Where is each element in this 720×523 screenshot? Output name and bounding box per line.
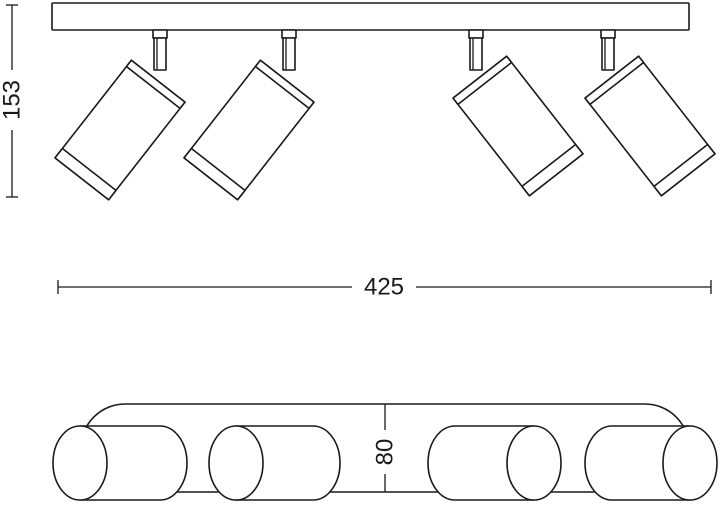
top-view: 80 <box>52 403 718 501</box>
side-view: 153 <box>0 2 716 201</box>
length-label: 425 <box>364 274 404 301</box>
top-spotlight-3 <box>427 425 562 501</box>
depth-label: 80 <box>372 439 399 466</box>
spotlight-4 <box>584 29 716 197</box>
top-spotlight-1 <box>52 425 188 501</box>
spotlight-1 <box>54 29 186 201</box>
height-dimension: 153 <box>0 4 26 198</box>
height-label: 153 <box>0 80 26 120</box>
depth-dimension: 80 <box>372 404 399 492</box>
spotlight-2 <box>183 29 315 201</box>
top-spotlight-4 <box>584 425 718 501</box>
mounting-bar <box>51 2 690 31</box>
spotlight-3 <box>452 29 584 197</box>
length-dimension: 425 <box>57 274 712 301</box>
top-spotlight-2 <box>208 425 341 501</box>
